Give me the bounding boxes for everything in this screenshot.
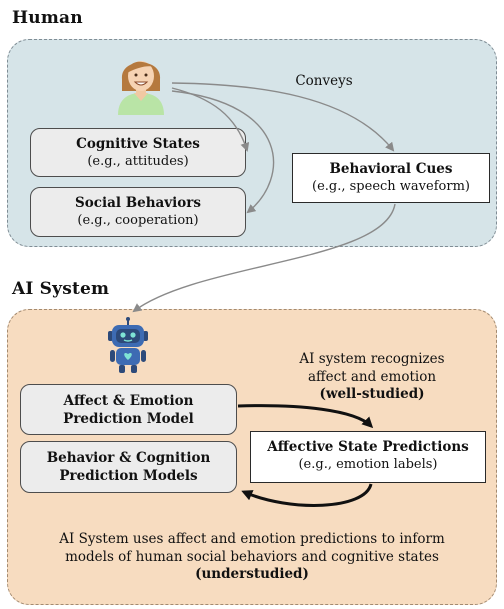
to-social-behaviors-arrow xyxy=(171,90,275,214)
person-icon xyxy=(118,61,164,115)
cognitive-states-box: Cognitive States (e.g., attitudes) xyxy=(30,128,246,177)
cognitive-states-example: (e.g., attitudes) xyxy=(87,153,189,169)
model-to-predictions-arrow xyxy=(237,404,374,429)
social-behaviors-box: Social Behaviors (e.g., cooperation) xyxy=(30,187,246,237)
social-behaviors-title: Social Behaviors xyxy=(75,195,201,211)
behavior-model-line2: Prediction Models xyxy=(59,467,198,484)
affective-predictions-example: (e.g., emotion labels) xyxy=(298,456,438,472)
behavioral-cues-title: Behavioral Cues xyxy=(329,161,453,177)
affective-predictions-title: Affective State Predictions xyxy=(267,439,469,455)
conveys-label: Conveys xyxy=(295,73,353,89)
affect-emotion-model-box: Affect & Emotion Prediction Model xyxy=(20,384,237,435)
usage-annotation: AI System uses affect and emotion predic… xyxy=(14,531,490,584)
recognition-annotation: AI system recognizes affect and emotion … xyxy=(262,351,482,404)
usage-line2: models of human social behaviors and cog… xyxy=(65,548,439,565)
human-section-title: Human xyxy=(12,8,83,28)
understudied-tag: (understudied) xyxy=(195,566,309,583)
affect-model-line1: Affect & Emotion xyxy=(63,393,194,409)
conveys-arrow xyxy=(171,82,395,152)
to-cognitive-states-arrow xyxy=(171,87,250,152)
predictions-to-behavior-arrow xyxy=(241,483,373,507)
social-behaviors-example: (e.g., cooperation) xyxy=(77,212,199,228)
affective-state-predictions-box: Affective State Predictions (e.g., emoti… xyxy=(250,431,486,483)
behavioral-cues-example: (e.g., speech waveform) xyxy=(312,178,470,194)
behavior-cognition-models-box: Behavior & Cognition Prediction Models xyxy=(20,441,237,493)
ai-system-section-title: AI System xyxy=(12,279,110,299)
cognitive-states-title: Cognitive States xyxy=(76,136,200,152)
cues-to-robot-arrow xyxy=(132,203,396,313)
well-studied-tag: (well-studied) xyxy=(319,386,425,403)
behavior-model-line1: Behavior & Cognition xyxy=(46,450,211,466)
affect-model-line2: Prediction Model xyxy=(63,410,194,427)
usage-line1: AI System uses affect and emotion predic… xyxy=(59,531,445,547)
recognition-line1: AI system recognizes xyxy=(299,351,445,367)
robot-icon xyxy=(108,317,148,373)
recognition-line2: affect and emotion xyxy=(307,368,437,385)
behavioral-cues-box: Behavioral Cues (e.g., speech waveform) xyxy=(292,153,490,203)
